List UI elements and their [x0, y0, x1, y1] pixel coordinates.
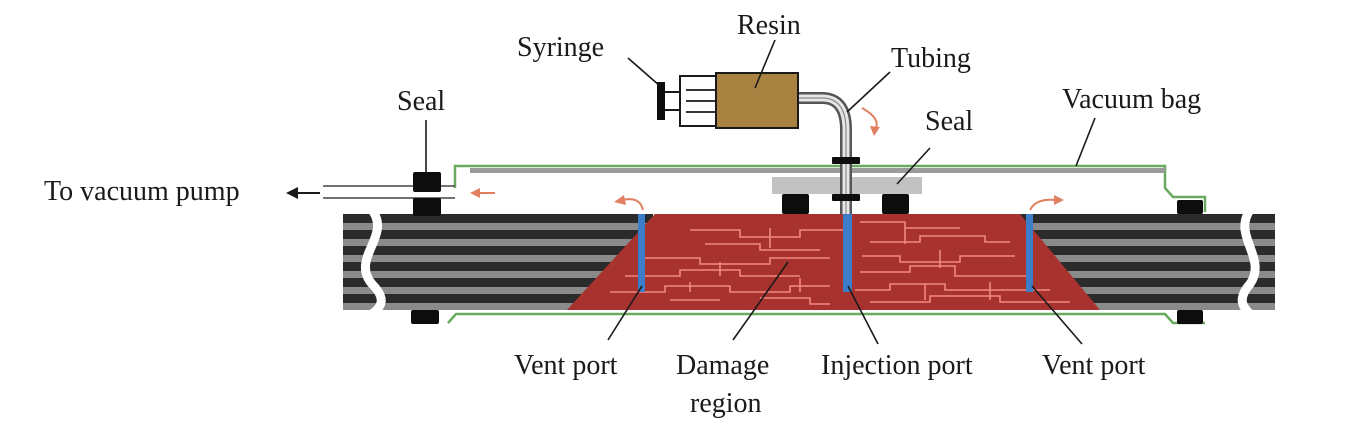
- leader-lines: [425, 39, 1096, 345]
- inner-sheet: [470, 168, 1165, 173]
- seal-bottom-right: [1177, 310, 1203, 324]
- leader-vacuum-bag: [1075, 117, 1096, 167]
- vacuum-bag-top: [453, 164, 1207, 212]
- label-vacuum-bag: Vacuum bag: [1062, 84, 1201, 115]
- seal-vacuum-line-lower: [413, 198, 441, 216]
- vent-port-left: [638, 214, 645, 292]
- resin-reservoir: [715, 72, 799, 129]
- flow-arrows: [470, 107, 1064, 211]
- label-tubing: Tubing: [891, 43, 971, 74]
- tubing-clamp-bottom: [832, 194, 860, 201]
- seal-top-right: [1177, 200, 1203, 214]
- vacuum-bag-bottom: [447, 312, 1205, 325]
- pad-seal-right: [882, 194, 909, 214]
- vacuum-pump-arrow: [286, 187, 320, 199]
- seal-bottom-left: [411, 310, 439, 324]
- flow-arrow-tubing: [861, 107, 878, 129]
- label-resin: Resin: [737, 10, 801, 41]
- leader-injection-port: [847, 285, 879, 345]
- tubing: [798, 92, 852, 214]
- break-line-left: [361, 207, 386, 318]
- vent-port-right: [1026, 214, 1033, 292]
- leader-resin: [754, 39, 776, 89]
- leader-vent-port-right: [1031, 285, 1083, 345]
- pad-seal-left: [782, 194, 809, 214]
- leader-vent-port-left: [607, 285, 643, 341]
- seal-vacuum-line: [413, 172, 441, 192]
- label-vent-port-right: Vent port: [1042, 350, 1146, 381]
- tubing-clamp-top: [832, 157, 860, 164]
- break-line-right: [1237, 207, 1260, 318]
- label-seal-left: Seal: [397, 86, 445, 117]
- flow-arrow-vent-right: [1029, 198, 1057, 211]
- leader-syringe: [627, 57, 661, 87]
- label-to-vacuum-pump: To vacuum pump: [44, 176, 240, 207]
- damage-region-left-edge: [567, 214, 660, 310]
- leader-damage-region: [732, 261, 789, 341]
- syringe: [657, 72, 799, 129]
- leader-tubing: [846, 71, 891, 113]
- laminate-panel: [343, 207, 1275, 318]
- label-syringe: Syringe: [517, 32, 604, 63]
- label-injection-port: Injection port: [821, 350, 973, 381]
- label-seal-right: Seal: [925, 106, 973, 137]
- crack-network: [610, 221, 1070, 305]
- leader-seal-right: [896, 147, 931, 185]
- label-damage-region-line2: region: [690, 388, 762, 419]
- syringe-plunger-handle: [657, 82, 665, 120]
- injection-port: [843, 214, 852, 292]
- label-damage-region-line1: Damage: [676, 350, 769, 381]
- label-vent-port-left: Vent port: [514, 350, 618, 381]
